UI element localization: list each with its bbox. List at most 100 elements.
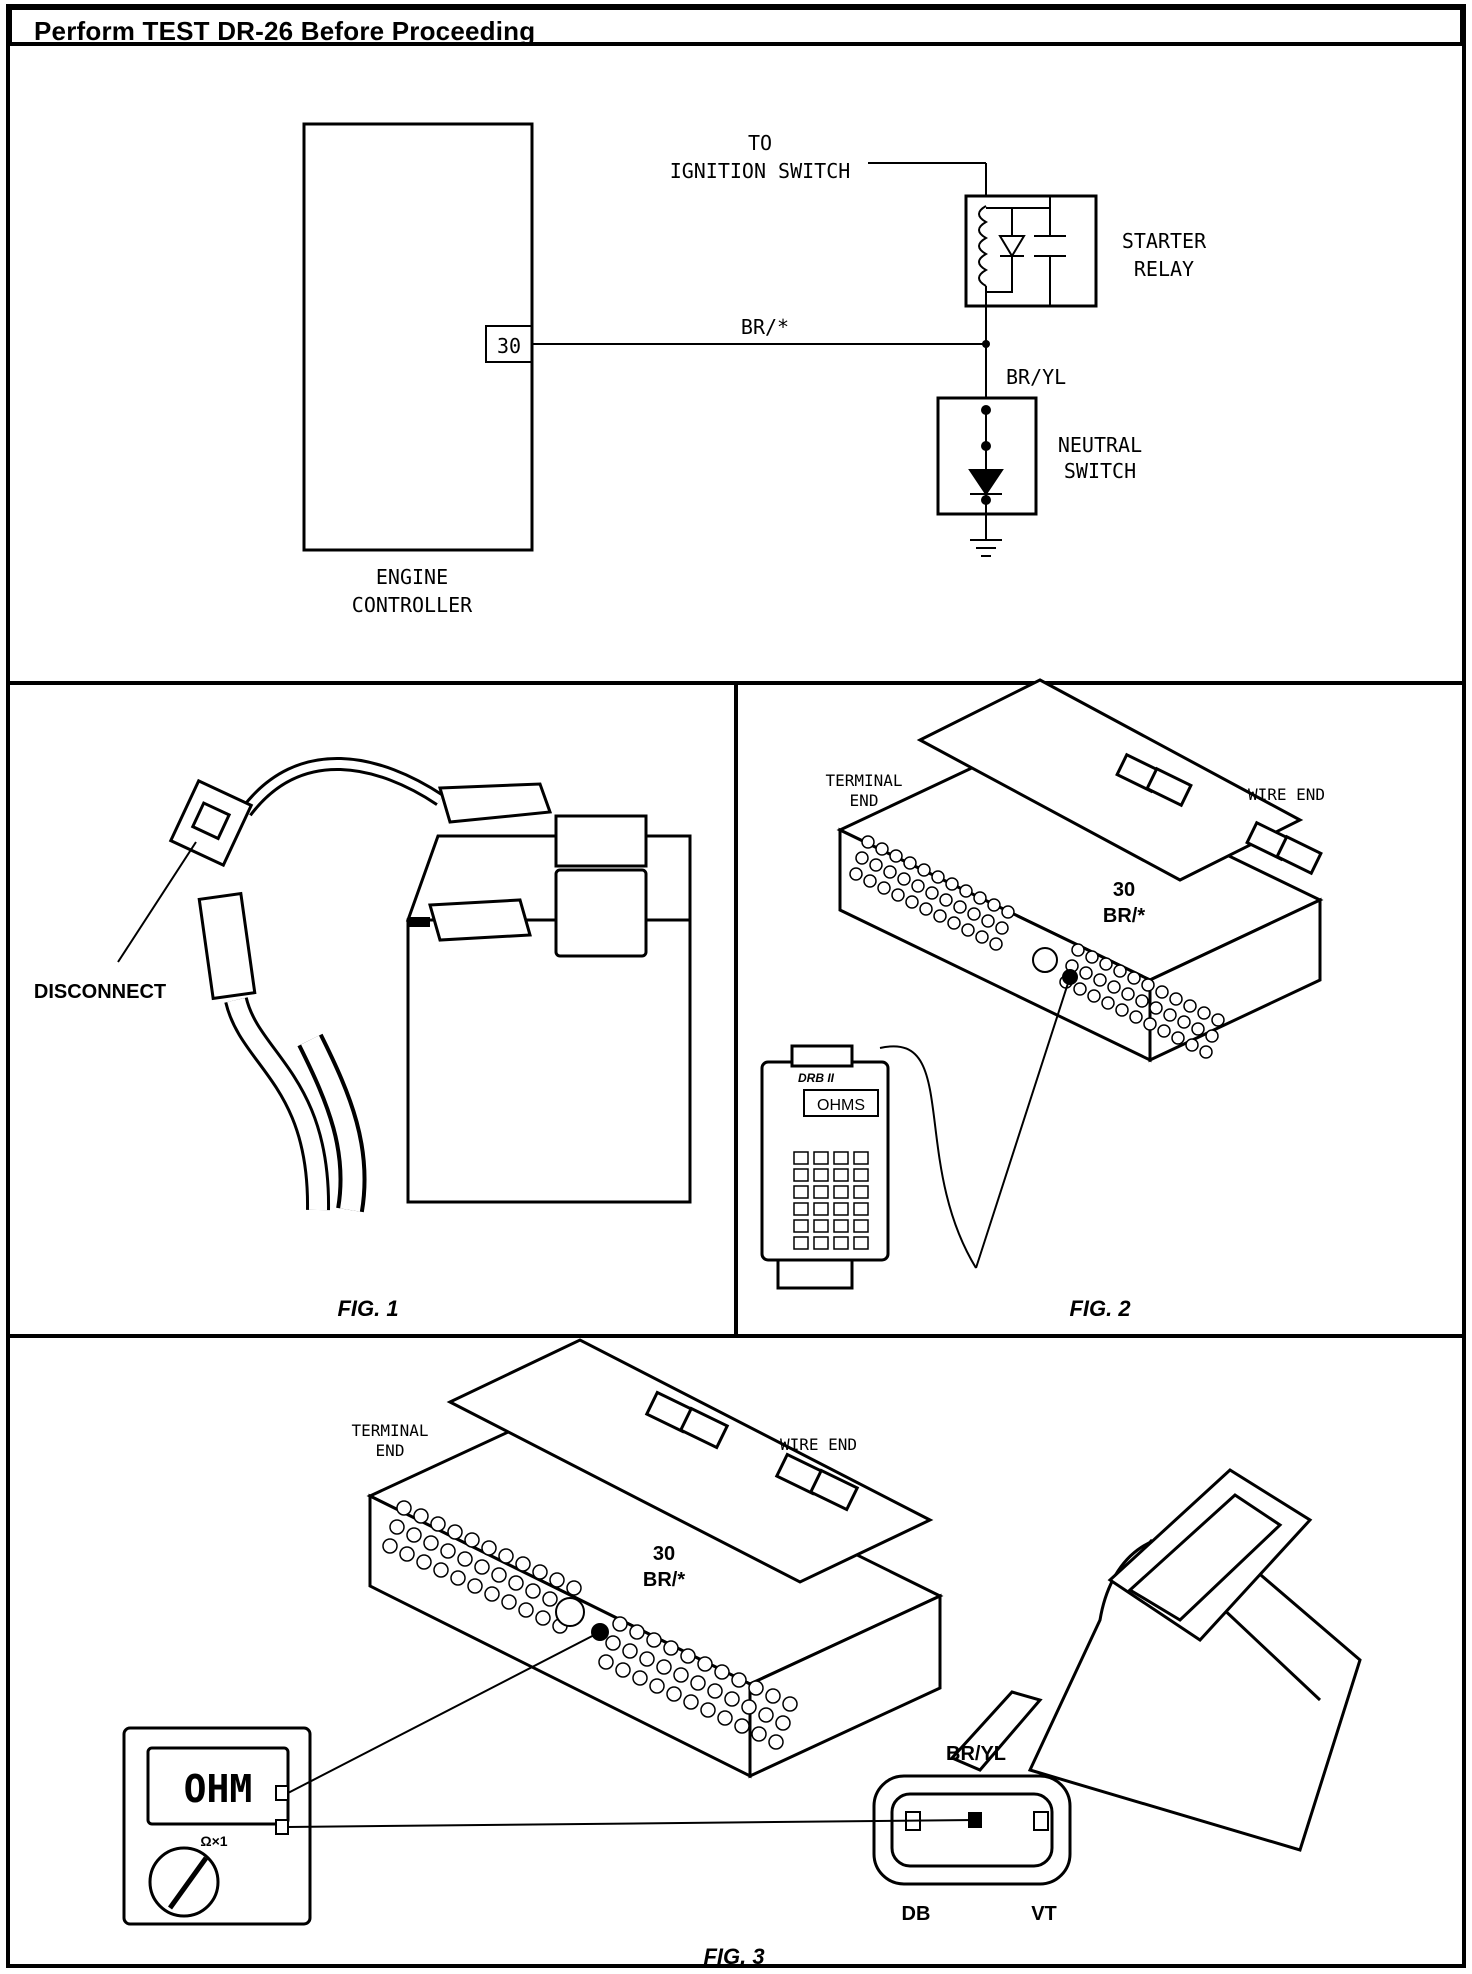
pin-30-label: 30 xyxy=(497,334,521,358)
tester-key xyxy=(853,1219,869,1233)
fig3-terminal-label: TERMINAL xyxy=(351,1421,428,1440)
connector-pin xyxy=(775,1715,791,1731)
tester-key xyxy=(833,1185,849,1199)
starter-label: STARTER xyxy=(1122,229,1207,253)
fig3-end-label: END xyxy=(376,1441,405,1460)
wiring-schematic xyxy=(302,122,1098,557)
connector-pin xyxy=(1177,1015,1191,1029)
fig2-labels: TERMINAL END WIRE END xyxy=(825,771,1325,810)
connector-pin xyxy=(382,1538,398,1554)
connector-pin xyxy=(875,842,889,856)
connector-pin xyxy=(1073,982,1087,996)
to-ignition-label: TO xyxy=(748,131,772,155)
connector-pin xyxy=(433,1562,449,1578)
tester-key xyxy=(813,1185,829,1199)
tester-key xyxy=(853,1236,869,1250)
panel-borders xyxy=(6,4,1466,1968)
connector-pin xyxy=(1107,980,1121,994)
connector-pin xyxy=(883,865,897,879)
connector-pin xyxy=(612,1616,628,1632)
connector-pin xyxy=(995,921,1009,935)
connector-pin xyxy=(917,863,931,877)
fig2-caption: FIG. 2 xyxy=(1069,1296,1131,1321)
connector-pin xyxy=(1121,987,1135,1001)
connector-pin xyxy=(1149,1001,1163,1015)
connector-pin xyxy=(1087,989,1101,1003)
connector-pin xyxy=(481,1540,497,1556)
switch-diode xyxy=(968,469,1004,496)
connector-pin xyxy=(491,1567,507,1583)
connector-pin xyxy=(989,937,1003,951)
connector-pin xyxy=(389,1519,405,1535)
connector-pin xyxy=(1101,996,1115,1010)
tester-key xyxy=(853,1185,869,1199)
connector-pin xyxy=(973,891,987,905)
connector-pin xyxy=(532,1564,548,1580)
connector-pin xyxy=(1157,1024,1171,1038)
connector-pin xyxy=(877,881,891,895)
tester-key xyxy=(833,1219,849,1233)
connector-pin xyxy=(406,1527,422,1543)
connector-pin xyxy=(700,1702,716,1718)
connector-pin xyxy=(396,1500,412,1516)
connector-pin xyxy=(632,1670,648,1686)
fig2-wire-label: BR/* xyxy=(1103,905,1145,927)
connector-pin xyxy=(891,888,905,902)
connector-pin xyxy=(768,1734,784,1750)
fig2-wire-end-label: WIRE END xyxy=(1248,785,1325,804)
connector-pin xyxy=(663,1640,679,1656)
fig3-connector-housing xyxy=(446,1338,934,1584)
connector-pin xyxy=(925,886,939,900)
tester-key xyxy=(793,1236,809,1250)
disconnect-pointer xyxy=(117,841,197,963)
connector-pin xyxy=(724,1691,740,1707)
connector-pin xyxy=(1129,1010,1143,1024)
connector-pin xyxy=(697,1656,713,1672)
tester-key xyxy=(833,1236,849,1250)
connector-pin xyxy=(765,1688,781,1704)
connector-pin xyxy=(897,872,911,886)
connector-pin xyxy=(1185,1038,1199,1052)
fig3-locator-hole xyxy=(555,1597,585,1627)
connector-pin xyxy=(1171,1031,1185,1045)
fig3-labels: TERMINAL END WIRE END xyxy=(351,1421,857,1460)
connector-pin xyxy=(1205,1029,1219,1043)
connector-pin xyxy=(549,1572,565,1588)
connector-pin xyxy=(518,1602,534,1618)
connector-pin xyxy=(975,930,989,944)
br-star-label: BR/* xyxy=(741,315,789,339)
engine-label: ENGINE xyxy=(376,565,448,589)
tester-key xyxy=(813,1151,829,1165)
connector-pin xyxy=(889,849,903,863)
fig2-pin-label: 30 xyxy=(1113,879,1135,901)
switch-label: SWITCH xyxy=(1064,459,1136,483)
relay-coil xyxy=(978,205,989,287)
switch-wire-label: BR/YL xyxy=(946,1743,1006,1765)
fig2-connector-illustration xyxy=(836,678,1324,1063)
connector-pin xyxy=(639,1651,655,1667)
fig3-caption: FIG. 3 xyxy=(703,1944,764,1969)
connector-pin xyxy=(1135,994,1149,1008)
connector-pin xyxy=(1115,1003,1129,1017)
fig1-caption: FIG. 1 xyxy=(337,1296,398,1321)
connector-pin xyxy=(1143,1017,1157,1031)
connector-pin xyxy=(615,1662,631,1678)
connector-pin xyxy=(683,1694,699,1710)
connector-pin xyxy=(782,1696,798,1712)
connector-pin xyxy=(961,923,975,937)
connector-pin xyxy=(1199,1045,1213,1059)
connector-pin xyxy=(666,1686,682,1702)
connector-pin xyxy=(622,1643,638,1659)
tester-key xyxy=(853,1202,869,1216)
connector-pin xyxy=(717,1710,733,1726)
negative-clamp xyxy=(428,898,532,942)
meter-display: OHM xyxy=(184,1767,253,1811)
fig3-test-leads xyxy=(287,1631,976,1828)
fig1-battery-illustration xyxy=(117,757,692,1213)
tester-key xyxy=(853,1151,869,1165)
connector-pin xyxy=(939,893,953,907)
relay-label: RELAY xyxy=(1134,257,1194,281)
connector-pin xyxy=(741,1699,757,1715)
pin-db-label: DB xyxy=(902,1903,931,1925)
